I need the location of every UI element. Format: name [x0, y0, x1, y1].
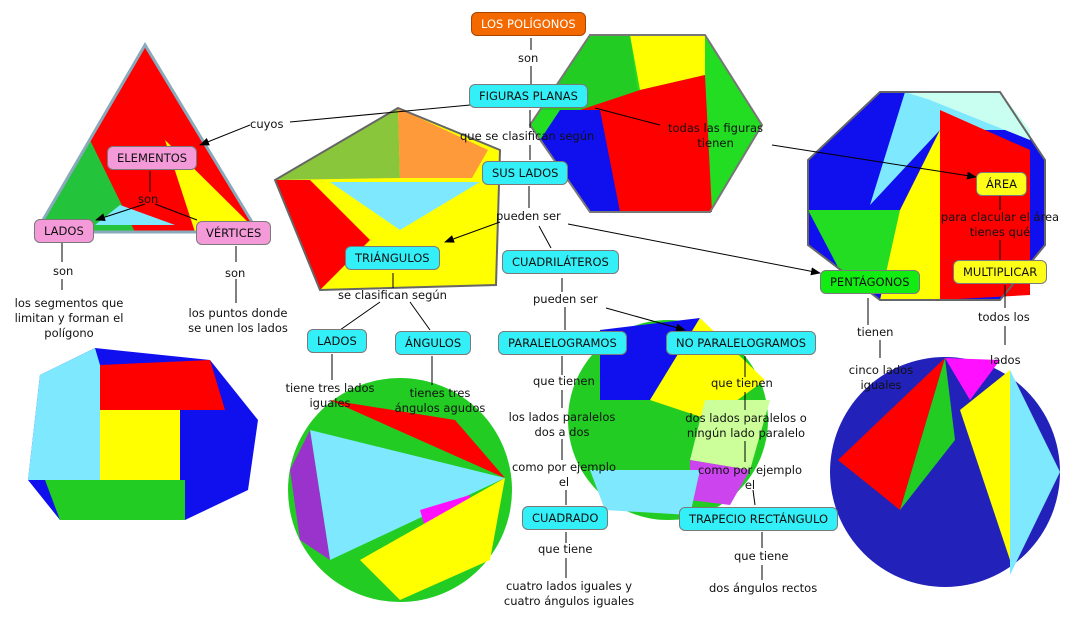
- node-lados-triangulo[interactable]: LADOS: [307, 329, 367, 353]
- label-lados-paralelos: los lados paralelos dos a dos: [508, 410, 616, 439]
- dodecagon-puzzle-image: [568, 318, 770, 520]
- label-cuyos: cuyos: [250, 117, 284, 131]
- node-lados-elemento[interactable]: LADOS: [34, 219, 94, 243]
- node-no-paralelogramos[interactable]: NO PARALELOGRAMOS: [666, 331, 817, 355]
- decagon-puzzle-image: [288, 378, 512, 602]
- label-como-por-ejemplo-2: como por ejemplo el: [697, 463, 803, 492]
- label-lados-texto: lados: [990, 353, 1021, 367]
- label-dos-lados-paralelos: dos lados paralelos o ningún lado parale…: [685, 411, 807, 440]
- node-multiplicar[interactable]: MULTIPLICAR: [953, 260, 1048, 284]
- label-pueden-ser-1: pueden ser: [496, 209, 561, 223]
- label-son-2: son: [138, 192, 159, 206]
- node-area[interactable]: ÁREA: [976, 172, 1027, 196]
- pentagon-puzzle-image: [273, 106, 502, 292]
- hexagon-puzzle-image: [528, 34, 764, 213]
- node-los-poligonos[interactable]: LOS POLÍGONOS: [471, 12, 586, 36]
- node-pentagonos[interactable]: PENTÁGONOS: [820, 270, 920, 294]
- node-paralelogramos[interactable]: PARALELOGRAMOS: [498, 331, 627, 355]
- label-dos-angulos-rectos: dos ángulos rectos: [709, 581, 818, 595]
- label-pueden-ser-2: pueden ser: [533, 292, 598, 306]
- node-triangulos[interactable]: TRIÁNGULOS: [345, 246, 440, 270]
- label-cinco-lados: cinco lados iguales: [848, 363, 914, 392]
- label-que-tiene-1: que tiene: [538, 542, 593, 556]
- node-sus-lados[interactable]: SUS LADOS: [482, 161, 569, 185]
- label-tres-lados: tiene tres lados iguales: [285, 381, 375, 410]
- label-tienen: tienen: [857, 325, 894, 339]
- circle-puzzle-image: [830, 357, 1060, 587]
- node-cuadrado[interactable]: CUADRADO: [522, 506, 609, 530]
- label-todos-los: todos los: [978, 310, 1030, 324]
- label-se-clasifican: se clasifican según: [338, 288, 447, 302]
- node-figuras-planas[interactable]: FIGURAS PLANAS: [469, 84, 588, 108]
- label-que-tienen-1: que tienen: [533, 374, 595, 388]
- label-como-por-ejemplo-1: como por ejemplo el: [511, 460, 617, 489]
- node-angulos[interactable]: ÁNGULOS: [395, 331, 472, 355]
- node-elementos[interactable]: ELEMENTOS: [107, 146, 198, 170]
- square-octagon-puzzle-image: [28, 348, 258, 520]
- connector-lines: [61, 38, 1006, 580]
- octagon-puzzle-image: [807, 91, 1046, 301]
- node-trapecio-rectangulo[interactable]: TRAPECIO RECTÁNGULO: [679, 507, 839, 531]
- label-tres-angulos: tienes tres ángulos agudos: [394, 386, 486, 415]
- label-para-calcular: para clacular el área tienes qué: [940, 210, 1060, 239]
- label-son-4: son: [225, 266, 246, 280]
- label-vertices-definicion: los puntos donde se unen los lados: [188, 306, 288, 335]
- label-todas-las-figuras: todas las figuras tienen: [668, 121, 764, 150]
- node-vertices[interactable]: VÉRTICES: [196, 221, 272, 245]
- label-son-1: son: [518, 51, 539, 65]
- label-que-se-clasifican: que se clasifican según: [460, 129, 595, 143]
- label-cuatro-lados: cuatro lados iguales y cuatro ángulos ig…: [503, 579, 635, 608]
- label-que-tienen-2: que tienen: [711, 376, 773, 390]
- label-que-tiene-2: que tiene: [734, 549, 789, 563]
- label-son-3: son: [53, 264, 74, 278]
- node-cuadrilateros[interactable]: CUADRILÁTEROS: [502, 250, 619, 274]
- label-lados-definicion: los segmentos que limitan y forman el po…: [14, 296, 124, 340]
